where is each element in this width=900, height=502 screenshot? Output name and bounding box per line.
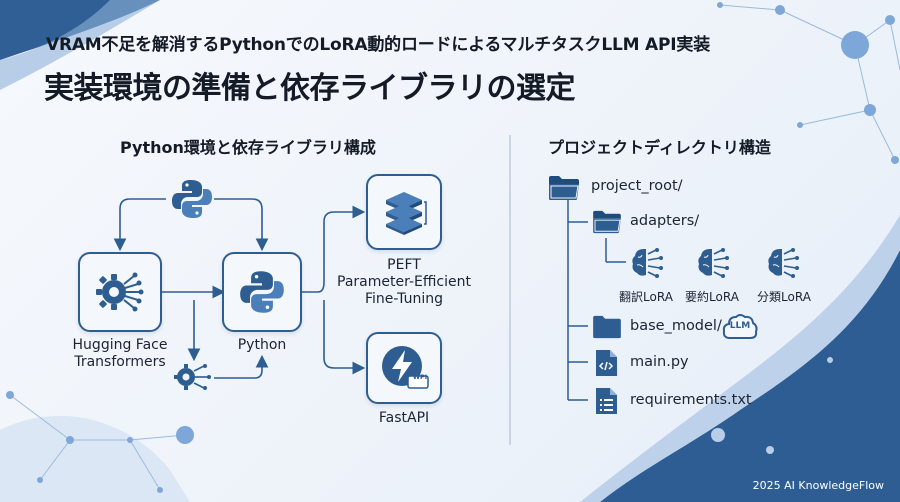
python-logo-icon — [240, 271, 284, 313]
page-subtitle: VRAM不足を解消するPythonでのLoRA動的ロードによるマルチタスクLLM… — [46, 35, 710, 55]
folder-icon — [593, 315, 621, 339]
lightning-bolt-icon — [382, 346, 429, 389]
text-file-icon — [596, 388, 617, 414]
lora-item-classify: 分類LoRA — [757, 290, 811, 304]
ml-brain-icon — [174, 364, 211, 390]
tree-root: project_root/ — [591, 178, 683, 194]
peft-label: PEFT Parameter-Efficient Fine-Tuning — [337, 257, 471, 307]
huggingface-label: Hugging Face Transformers — [72, 337, 168, 370]
right-section-title: プロジェクトディレクトリ構造 — [548, 138, 771, 157]
huggingface-node — [78, 252, 162, 332]
folder-open-icon — [593, 210, 621, 234]
left-section-title: Python環境と依存ライブラリ構成 — [120, 138, 376, 157]
python-node — [222, 252, 302, 332]
tree-requirements: requirements.txt — [630, 392, 752, 408]
footer-credit: 2025 AI KnowledgeFlow — [752, 479, 884, 492]
lora-item-summarize: 要約LoRA — [685, 290, 739, 304]
page-title: 実装環境の準備と依存ライブラリの選定 — [44, 71, 576, 106]
peft-node — [366, 174, 442, 250]
gear-network-icon — [96, 272, 144, 312]
llm-badge: LLM — [729, 321, 751, 331]
python-logo-icon — [172, 180, 212, 218]
llm-cloud-icon — [722, 314, 758, 339]
fastapi-label: FastAPI — [378, 410, 430, 426]
fastapi-node — [366, 332, 442, 404]
folder-open-icon — [549, 176, 579, 200]
fastapi-badge: WPI — [412, 373, 428, 381]
layer-stack-icon — [386, 192, 427, 235]
lora-item-translate: 翻訳LoRA — [619, 290, 673, 304]
python-label: Python — [237, 337, 287, 353]
lora-icons — [632, 247, 800, 279]
code-file-icon — [596, 350, 617, 376]
tree-main-py: main.py — [630, 354, 689, 370]
tree-base-model: base_model/ — [630, 318, 722, 334]
tree-adapters: adapters/ — [630, 213, 700, 229]
